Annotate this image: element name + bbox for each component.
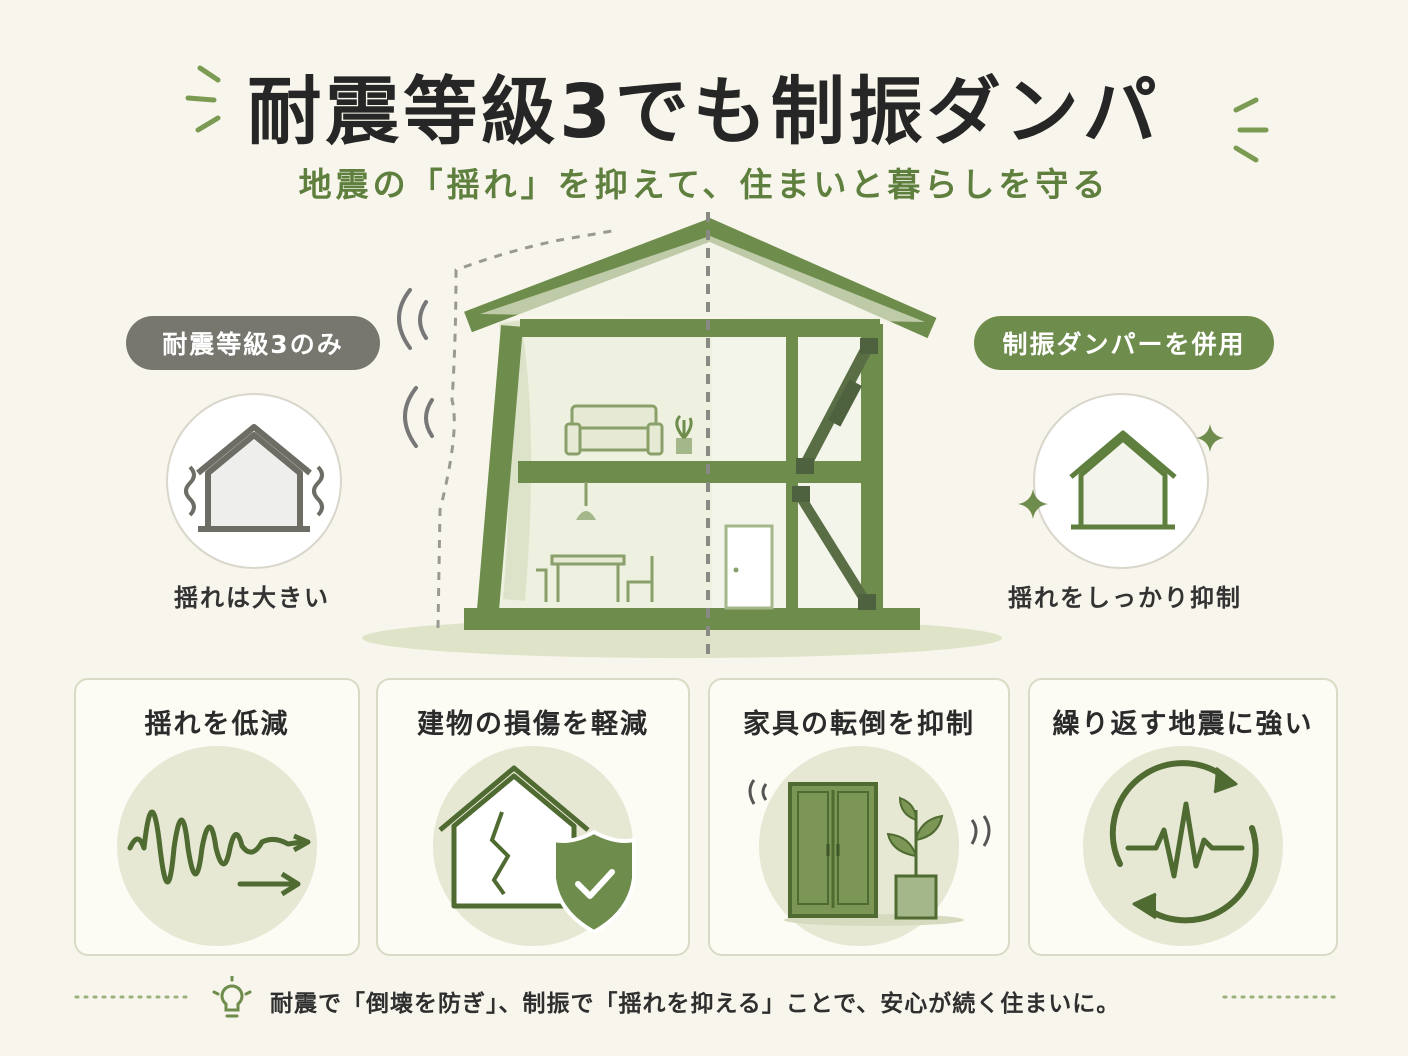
page-title: 耐震等級3でも制振ダンパ (247, 69, 1161, 155)
seismic-only-label: 耐震等級3のみ (126, 316, 380, 370)
feature-card-title: 揺れを低減 (144, 709, 290, 740)
feature-card-repeated-quakes: 繰り返す地震に強い (1028, 678, 1338, 956)
stable-house-badge (1033, 393, 1209, 569)
seismic-only-caption: 揺れは大きい (174, 584, 330, 612)
dotted-rule-left (74, 995, 194, 999)
feature-card-title: 繰り返す地震に強い (1052, 709, 1314, 740)
stable-house-icon (1069, 430, 1177, 530)
damper-combined-caption: 揺れをしっかり抑制 (1008, 584, 1242, 612)
feature-card-reduce-damage: 建物の損傷を軽減 (376, 678, 690, 956)
footer-message: 耐震で「倒壊を防ぎ」、制振で「揺れを抑える」ことで、安心が続く住まいに。 (0, 970, 1408, 1030)
damped-wave-icon (127, 809, 311, 897)
title-burst-left-icon (185, 65, 221, 133)
feature-card-prevent-furniture-fall: 家具の転倒を抑制 (708, 678, 1010, 956)
shaking-house-icon (184, 424, 324, 532)
feature-card-title: 建物の損傷を軽減 (417, 709, 649, 740)
sparkle-icon (1196, 424, 1224, 452)
feature-card-reduce-shaking: 揺れを低減 (74, 678, 360, 956)
page-subtitle: 地震の「揺れ」を抑えて、住まいと暮らしを守る (298, 165, 1110, 204)
title-burst-right-icon (1233, 97, 1269, 163)
cabinet-plant-icon (748, 779, 991, 926)
sparkle-icon (1018, 489, 1048, 519)
footer-text: 耐震で「倒壊を防ぎ」、制振で「揺れを抑える」ことで、安心が続く住まいに。 (270, 991, 1121, 1017)
lightbulb-icon (212, 976, 252, 1018)
damper-combined-label: 制振ダンパーを併用 (974, 316, 1274, 370)
shaking-house-badge (166, 393, 342, 569)
cycle-pulse-icon (1109, 760, 1259, 924)
dotted-rule-right (1222, 995, 1342, 999)
feature-card-title: 家具の転倒を抑制 (743, 709, 975, 740)
house-shield-icon (438, 765, 636, 935)
house-cross-section-illustration (362, 212, 1002, 658)
